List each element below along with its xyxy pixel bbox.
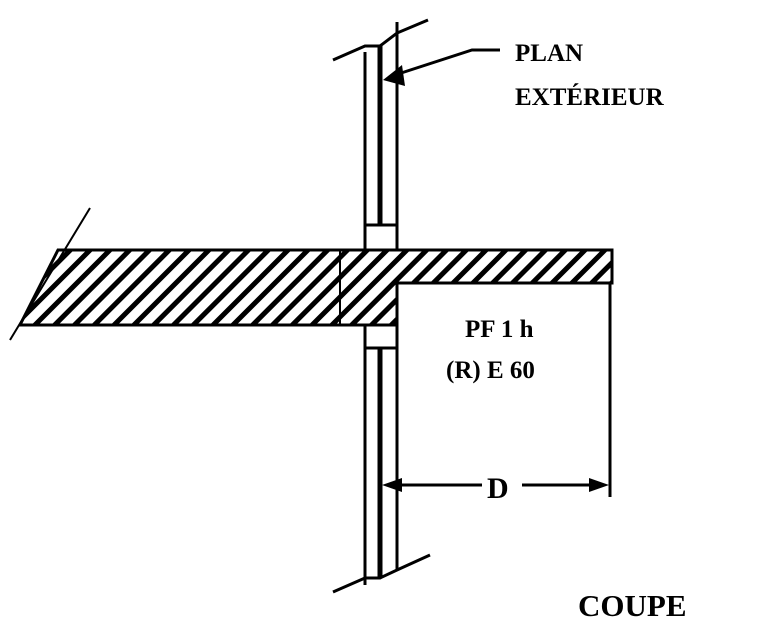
label-exterieur: EXTÉRIEUR (515, 83, 665, 111)
label-plan: PLAN (515, 40, 583, 67)
wall-upper (332, 18, 429, 250)
label-fire-rating: PF 1 h (465, 316, 534, 343)
dimension-d (382, 283, 612, 497)
label-fire-class: (R) E 60 (446, 357, 535, 384)
label-view: COUPE (578, 588, 687, 623)
label-dimension: D (487, 472, 509, 505)
floor-slab (9, 207, 614, 341)
wall-lower (332, 325, 431, 594)
exterior-plane-leader (383, 48, 500, 86)
